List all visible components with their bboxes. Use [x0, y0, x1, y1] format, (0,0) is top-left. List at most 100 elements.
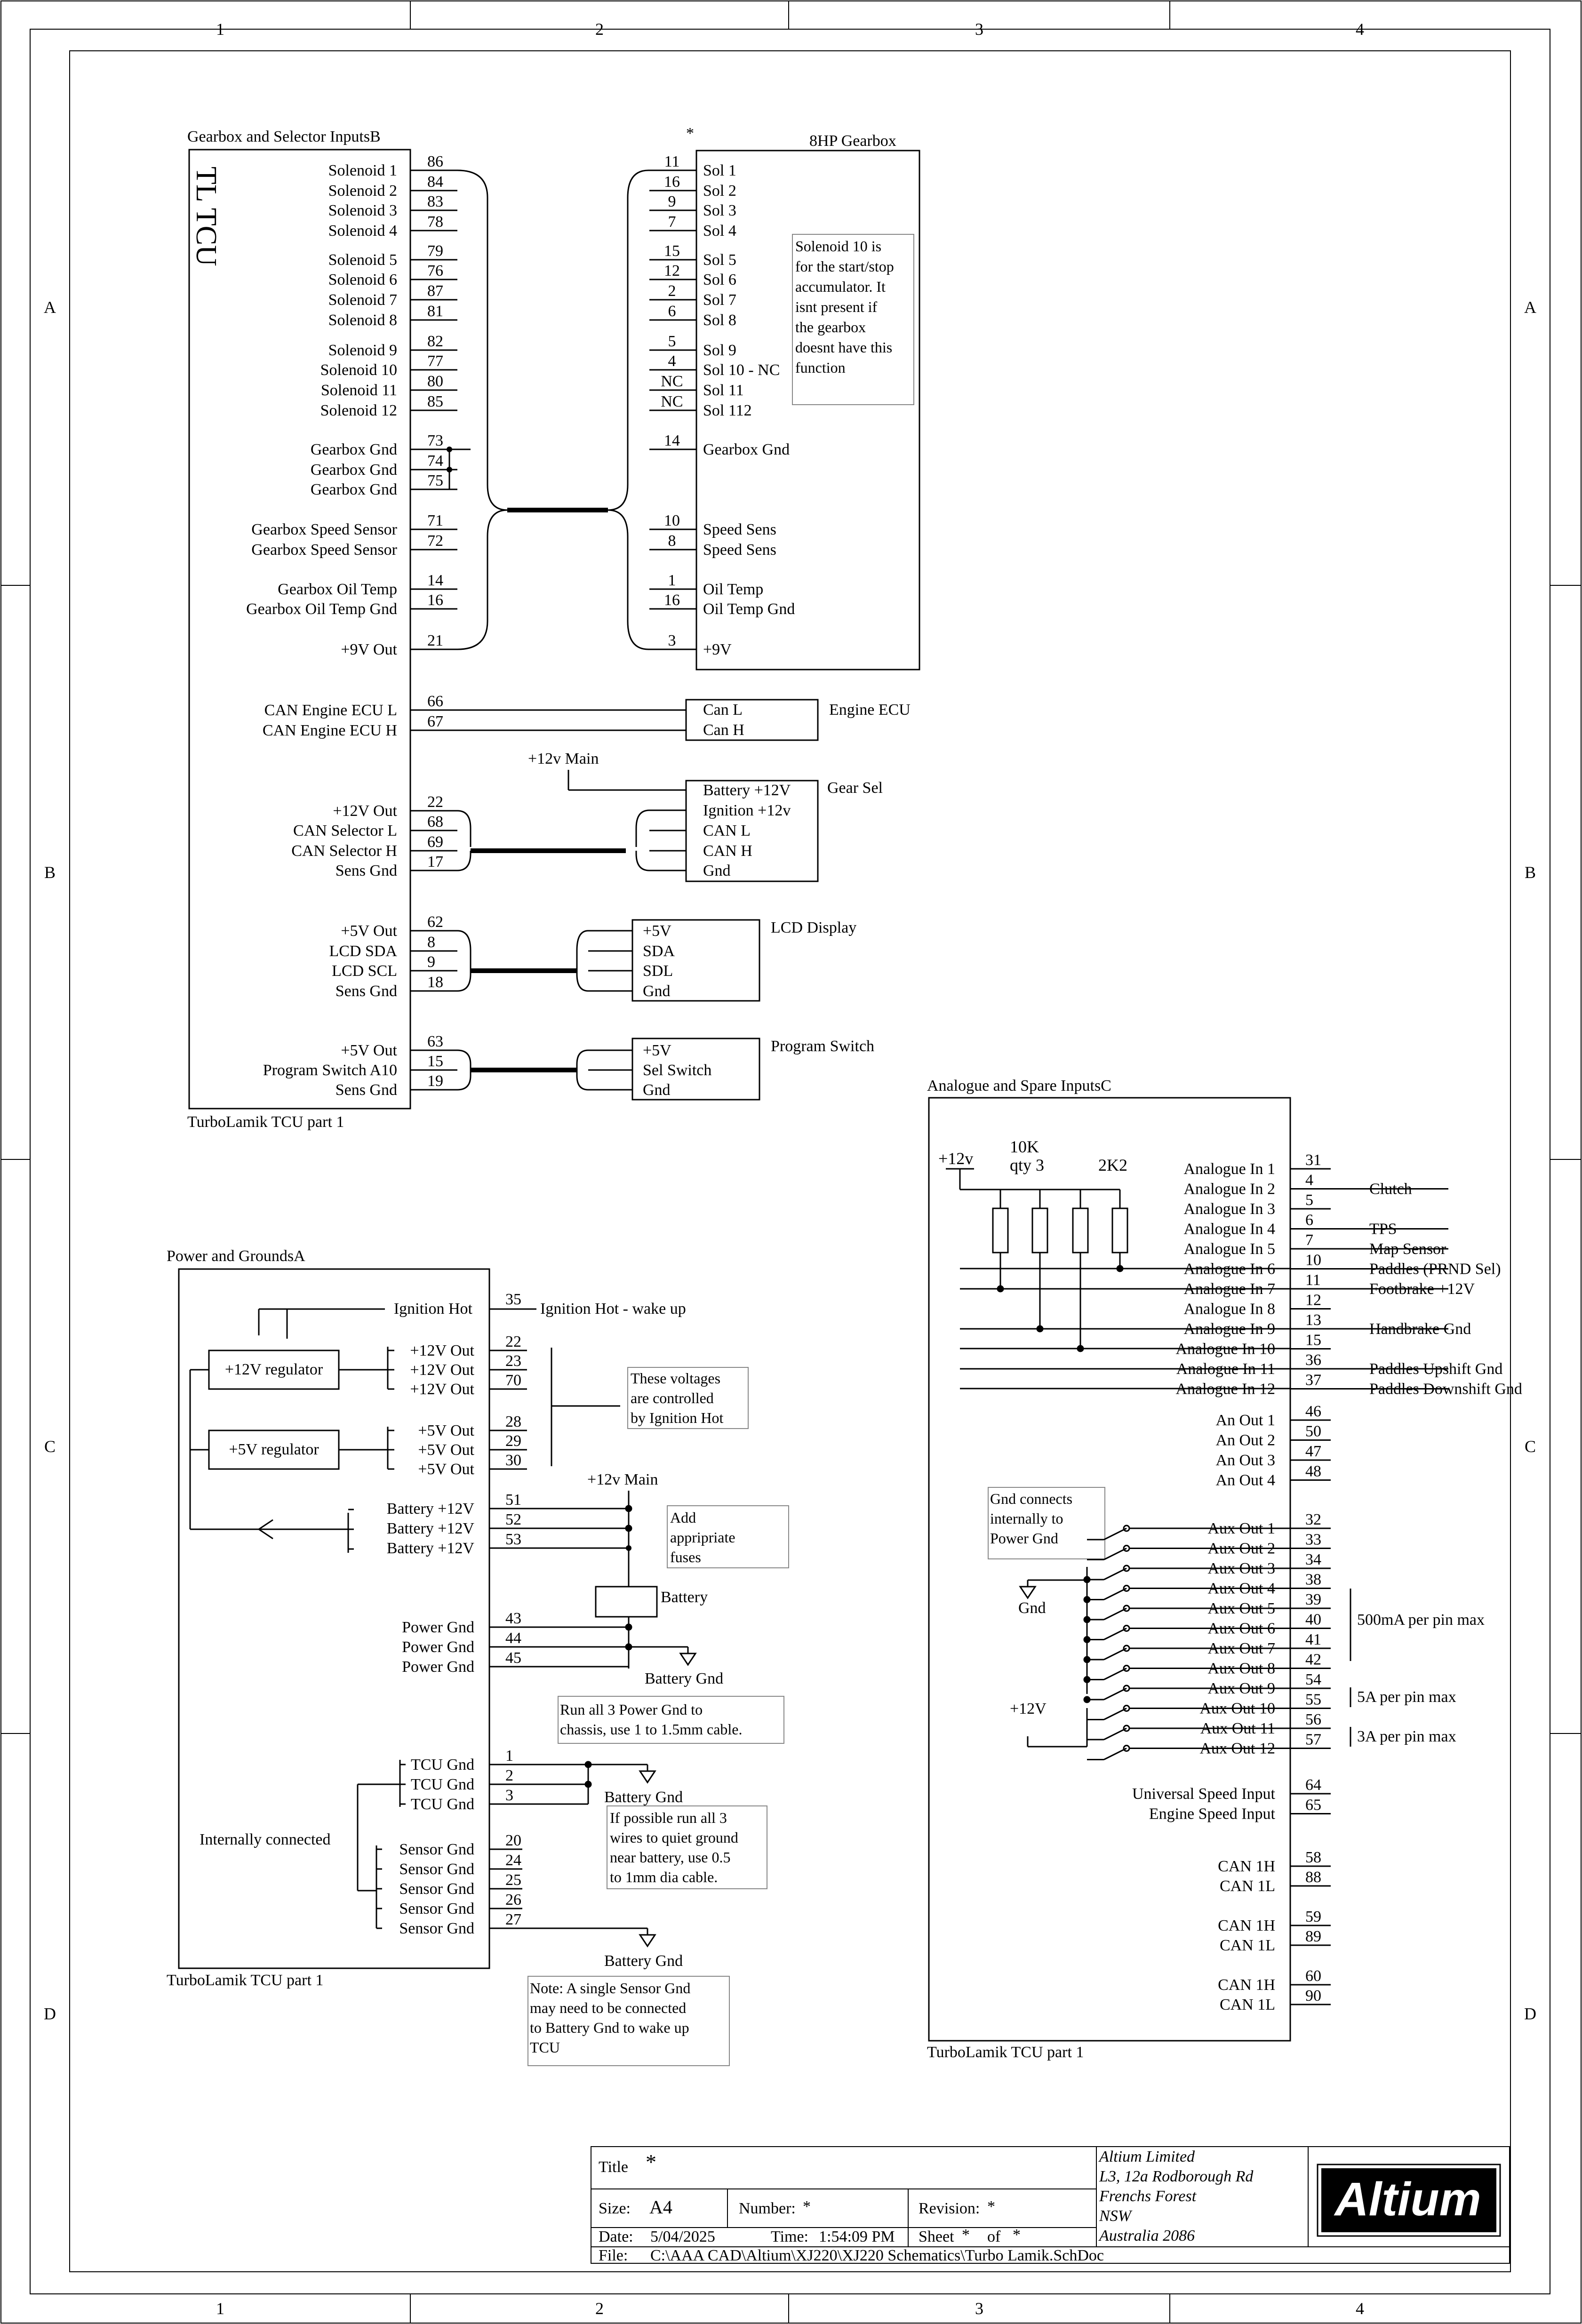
gearbox-block-footer: TurboLamik TCU part 1 — [187, 1113, 344, 1131]
pin-label: Solenoid 8 — [328, 311, 397, 329]
harness-curve — [576, 1049, 589, 1070]
analogue-net-label: Paddles Upshift Gnd — [1369, 1360, 1502, 1378]
battery-gnd-3: Battery Gnd — [604, 1952, 683, 1970]
sensor-note-box — [527, 1976, 730, 2066]
switch-arm — [1103, 1668, 1127, 1680]
pin-number: 48 — [1305, 1463, 1321, 1480]
pin-label: CAN Selector L — [293, 822, 397, 839]
junction-dot — [447, 467, 452, 472]
tl-tcu-designator: TL TCU — [190, 167, 222, 266]
pin-number: 16 — [427, 591, 443, 609]
note-line: accumulator. It — [795, 278, 886, 295]
aux-out-label: Aux Out 7 — [1207, 1640, 1275, 1657]
gearbox-block-title: Gearbox and Selector InputsB — [187, 128, 381, 145]
pin-number: 20 — [505, 1832, 521, 1849]
zone-label-bottom: 2 — [595, 2299, 604, 2318]
pin-number: 47 — [1305, 1443, 1321, 1460]
pin-label: Sol 5 — [703, 251, 736, 269]
date-label: Date: — [599, 2228, 633, 2245]
pin-number: 57 — [1305, 1731, 1321, 1749]
gear-sel-wires — [567, 770, 686, 791]
sensor-gnd-wiring — [489, 1927, 656, 1948]
switch-arm — [1103, 1527, 1127, 1541]
note-line: Note: A single Sensor Gnd — [530, 1980, 690, 1997]
pin-label: Sol 1 — [703, 162, 736, 179]
harness-curve — [635, 851, 650, 871]
pin-label: Battery +12V — [387, 1520, 475, 1537]
zone-label-bottom: 1 — [216, 2299, 224, 2318]
program-switch-pin-label: Sel Switch — [643, 1062, 711, 1079]
zone-label-bottom: 3 — [975, 2299, 983, 2318]
analogue-input-label: Analogue In 1 — [1183, 1160, 1275, 1178]
junction-dot — [1083, 1596, 1091, 1603]
pin-label: Gearbox Gnd — [311, 461, 397, 479]
pin-number: 13 — [1305, 1311, 1321, 1329]
pin-number: 56 — [1305, 1711, 1321, 1728]
analogue-input-label: Analogue In 8 — [1183, 1301, 1275, 1318]
resistor — [1031, 1207, 1048, 1254]
battery-gnd-1: Battery Gnd — [645, 1670, 723, 1687]
pin-number: 10 — [1305, 1252, 1321, 1269]
switch-arm — [1103, 1708, 1127, 1720]
junction-dot — [1083, 1656, 1091, 1663]
program-switch-title: Program Switch — [771, 1038, 874, 1055]
switch-arm — [1103, 1727, 1127, 1741]
battery-label: Battery — [661, 1589, 708, 1606]
pin-number: 21 — [427, 632, 443, 649]
power-block-body — [178, 1268, 490, 1969]
pin-label: Sens Gnd — [336, 982, 397, 1000]
pin-number: 4 — [1305, 1172, 1313, 1189]
pin-label: Sensor Gnd — [399, 1880, 474, 1898]
lcd-pin-label: SDL — [643, 962, 673, 980]
pin-label: Solenoid 12 — [320, 402, 397, 419]
analogue-block-title: Analogue and Spare InputsC — [927, 1077, 1111, 1094]
voltage-note-box — [627, 1367, 749, 1429]
revision-value: * — [987, 2198, 995, 2215]
aux-out-label: Aux Out 6 — [1207, 1620, 1275, 1637]
ignition-wiring — [258, 1308, 536, 1339]
switch-arm — [1103, 1647, 1127, 1661]
main-supply-label: +12v Main — [587, 1471, 658, 1488]
altium-logo: Altium — [1317, 2164, 1501, 2237]
can-pin-label: CAN 1H — [1218, 1858, 1275, 1875]
pin-number: 55 — [1305, 1691, 1321, 1709]
pin-number: 11 — [1305, 1271, 1321, 1289]
program-switch-pin-label: +5V — [643, 1042, 671, 1059]
pin-number: 32 — [1305, 1511, 1321, 1528]
reg12-name: +12V regulator — [225, 1361, 323, 1378]
company-line: NSW — [1099, 2207, 1133, 2225]
switch-arm — [1103, 1567, 1127, 1581]
analogue-out-label: An Out 1 — [1215, 1412, 1275, 1429]
pin-number: 12 — [664, 262, 680, 280]
pin-label: Speed Sens — [703, 541, 776, 559]
lcd-pin-label: +5V — [643, 922, 671, 940]
pin-label: +9V Out — [341, 641, 397, 658]
pin-number: 74 — [427, 452, 443, 470]
company-line: L3, 12a Rodborough Rd — [1099, 2168, 1254, 2185]
note-line: Power Gnd — [990, 1530, 1058, 1547]
pin-label: Solenoid 7 — [328, 291, 397, 309]
pin-label: Sensor Gnd — [399, 1841, 474, 1858]
gear-sel-pin-label: Ignition +12v — [703, 802, 791, 819]
junction-dot — [1083, 1696, 1091, 1703]
speed-input-label: Engine Speed Input — [1149, 1805, 1276, 1823]
harness-curve — [457, 1049, 471, 1070]
pin-label: Solenoid 2 — [328, 182, 397, 200]
number-label: Number: — [739, 2200, 796, 2217]
junction-dot — [1083, 1676, 1091, 1683]
aux-limit-3a: 3A per pin max — [1357, 1728, 1456, 1745]
note-line: appripriate — [670, 1529, 735, 1546]
pin-label: Battery +12V — [387, 1540, 475, 1557]
pin-number: 41 — [1305, 1631, 1321, 1648]
note-line: Gnd connects — [990, 1490, 1072, 1507]
harness-curve — [457, 1070, 471, 1091]
pin-label: CAN Selector H — [291, 842, 397, 860]
